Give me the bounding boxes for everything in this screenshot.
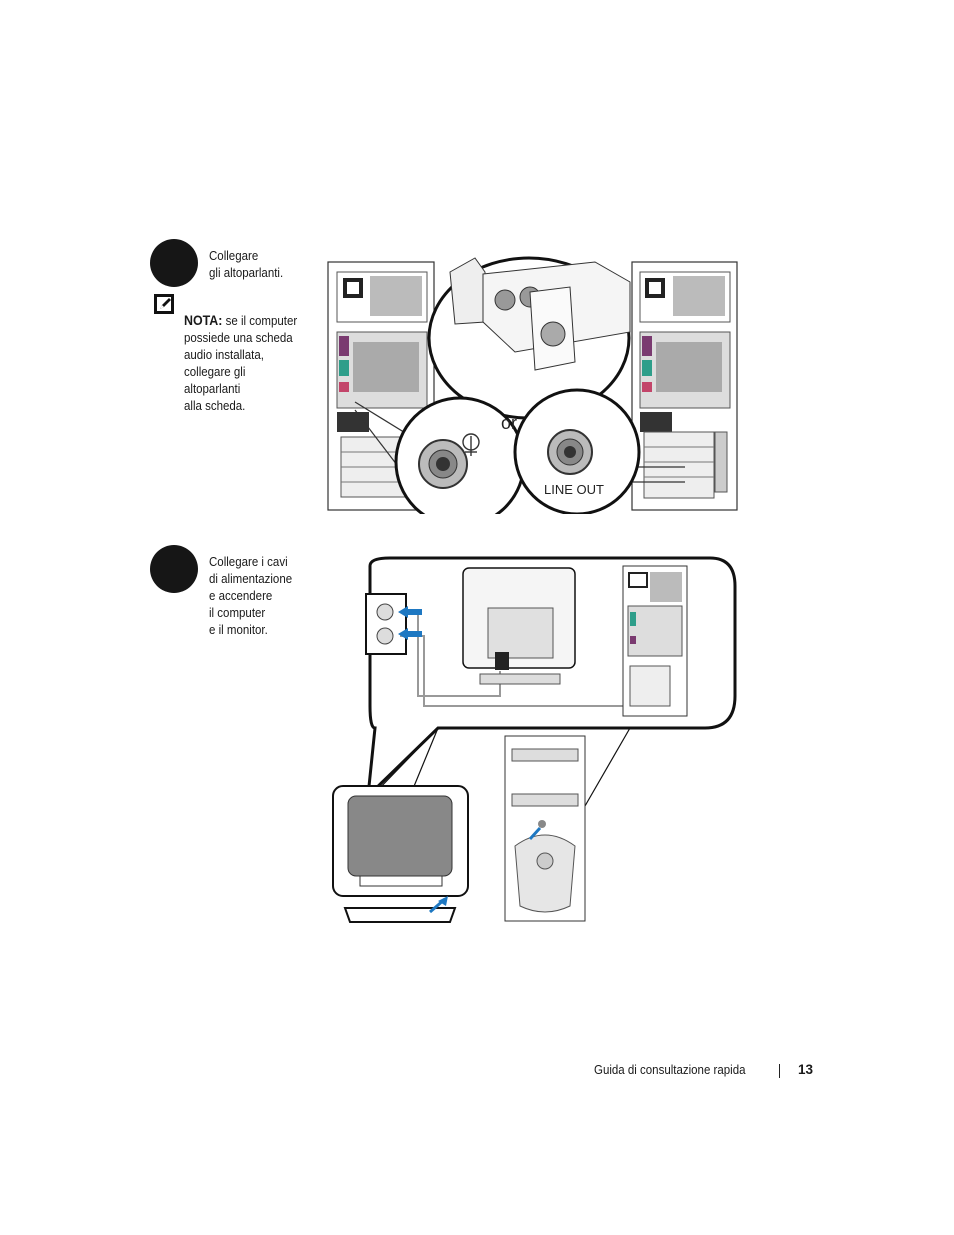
- note-block: NOTA: se il computer possiede una scheda…: [184, 295, 297, 432]
- note-text-rest: possiede una scheda audio installata, co…: [184, 331, 293, 413]
- speaker-output-icon: [462, 433, 480, 456]
- power-connection-figure: [330, 556, 740, 931]
- power-outlet: [365, 593, 407, 655]
- computer-front: [504, 735, 586, 922]
- line-out-label: LINE OUT: [544, 482, 604, 497]
- or-label: or: [501, 413, 517, 433]
- computer-rear-right: [631, 261, 738, 511]
- footer-guide-title: Guida di consultazione rapida: [594, 1063, 746, 1077]
- speakers-connection-figure: or LINE OUT: [325, 252, 740, 528]
- note-pencil-icon: [153, 293, 175, 320]
- line-out-callout: [513, 388, 685, 516]
- step-2-instruction: Collegare i cavi di alimentazione e acce…: [209, 555, 293, 637]
- audio-port-callout: [354, 396, 526, 528]
- step-1-instruction: Collegare gli altoparlanti.: [209, 249, 284, 280]
- step-2-marker: [150, 545, 198, 593]
- monitor-rear: [462, 567, 576, 685]
- note-text-first-line: se il computer: [222, 314, 298, 328]
- blue-arrow-icon: [398, 606, 422, 640]
- monitor-front: [332, 785, 469, 923]
- note-label: NOTA:: [184, 313, 223, 328]
- page-number: 13: [798, 1062, 814, 1077]
- step-1-marker: [150, 239, 198, 287]
- speakers-bubble: [427, 256, 631, 420]
- footer-separator: [779, 1064, 780, 1078]
- computer-rear-small: [622, 565, 688, 717]
